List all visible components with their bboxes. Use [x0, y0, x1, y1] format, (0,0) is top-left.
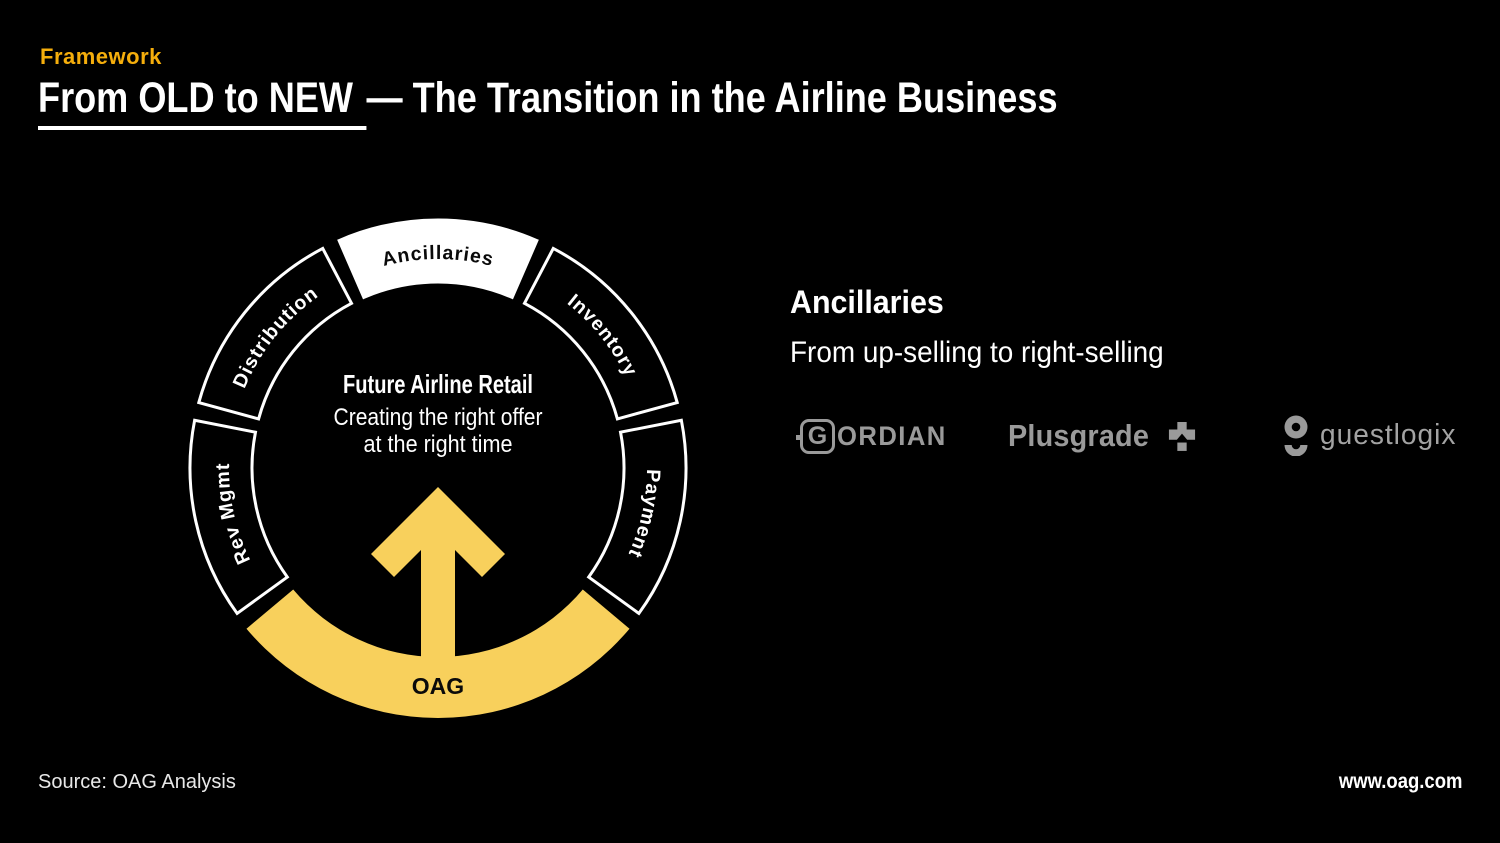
ring-segment-payment	[586, 418, 688, 616]
gordian-g-icon: G	[796, 418, 835, 454]
gordian-g-letter: G	[807, 421, 828, 450]
guestlogix-g-icon	[1284, 414, 1311, 456]
source-note: Source: OAG Analysis	[38, 771, 236, 793]
plusgrade-logo-text: Plusgrade	[1008, 418, 1150, 453]
center-subtitle-line1: Creating the right offer	[334, 404, 543, 431]
ring-segment-label: Payment	[624, 469, 665, 562]
guestlogix-logo-text: guestlogix	[1320, 418, 1457, 451]
ring-segment-ancillaries	[337, 218, 539, 300]
ring-segment-rev-mgmt	[188, 418, 290, 616]
ring-segment-label: Inventory	[563, 290, 642, 380]
oag-base-arc	[246, 589, 630, 719]
ring-segment-distribution	[196, 246, 354, 421]
gordian-logo-text: ORDIAN	[837, 420, 947, 451]
ring-segment-inventory	[522, 246, 680, 421]
title-underlined-part: From OLD to NEW	[38, 74, 367, 131]
center-title: Future Airline Retail	[343, 369, 533, 399]
panel-heading: Ancillaries	[790, 284, 944, 320]
plusgrade-logo: Plusgrade	[1008, 417, 1196, 455]
ring-segment-label: Rev Mgmt	[212, 462, 255, 567]
panel-subheading: From up-selling to right-selling	[790, 336, 1164, 369]
up-arrow-icon	[371, 487, 505, 670]
eyebrow-label: Framework	[40, 44, 162, 69]
gordian-logo: G ORDIAN	[796, 417, 953, 455]
center-subtitle-line2: at the right time	[364, 431, 513, 458]
title-rest-part: — The Transition in the Airline Business	[366, 74, 1058, 122]
page-title: From OLD to NEW— The Transition in the A…	[38, 74, 1058, 131]
plusgrade-plus-icon	[1168, 422, 1195, 451]
website-url: www.oag.com	[1338, 770, 1462, 793]
oag-arc-label: OAG	[412, 673, 464, 699]
guestlogix-logo: guestlogix	[1281, 413, 1461, 457]
